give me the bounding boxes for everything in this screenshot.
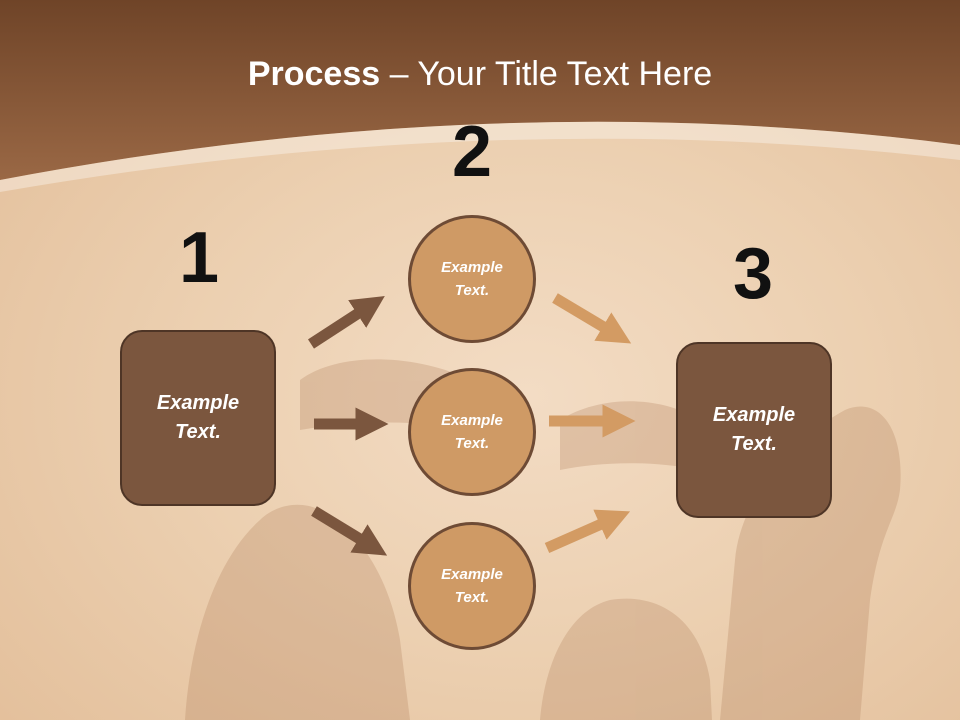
step-number-2: 2 [451,112,493,192]
step-number-3: 3 [732,234,774,314]
step-2-circle-top: Example Text. [408,215,536,343]
circle-middle-label: Example Text. [441,412,503,452]
arrow-from-circle-bottom [544,509,631,554]
step-number-1: 1 [178,218,220,298]
circle-bottom-label: Example Text. [441,566,503,606]
step-3-box: Example Text. [676,342,832,518]
slide-title: Process – Your Title Text Here [0,52,960,96]
arrow-to-circle-bottom [311,506,388,556]
step-3-label: Example Text. [712,404,796,455]
arrow-to-circle-top [308,296,385,349]
arrow-from-circle-top [552,293,632,344]
step-1-label: Example Text. [156,392,240,443]
step-1-box: Example Text. [120,330,276,506]
title-rest-text: – Your Title Text Here [380,55,713,93]
circle-top-label: Example Text. [441,259,503,299]
step-2-circle-middle: Example Text. [408,368,536,496]
title-bold-text: Process [247,55,381,93]
step-2-circle-bottom: Example Text. [408,522,536,650]
